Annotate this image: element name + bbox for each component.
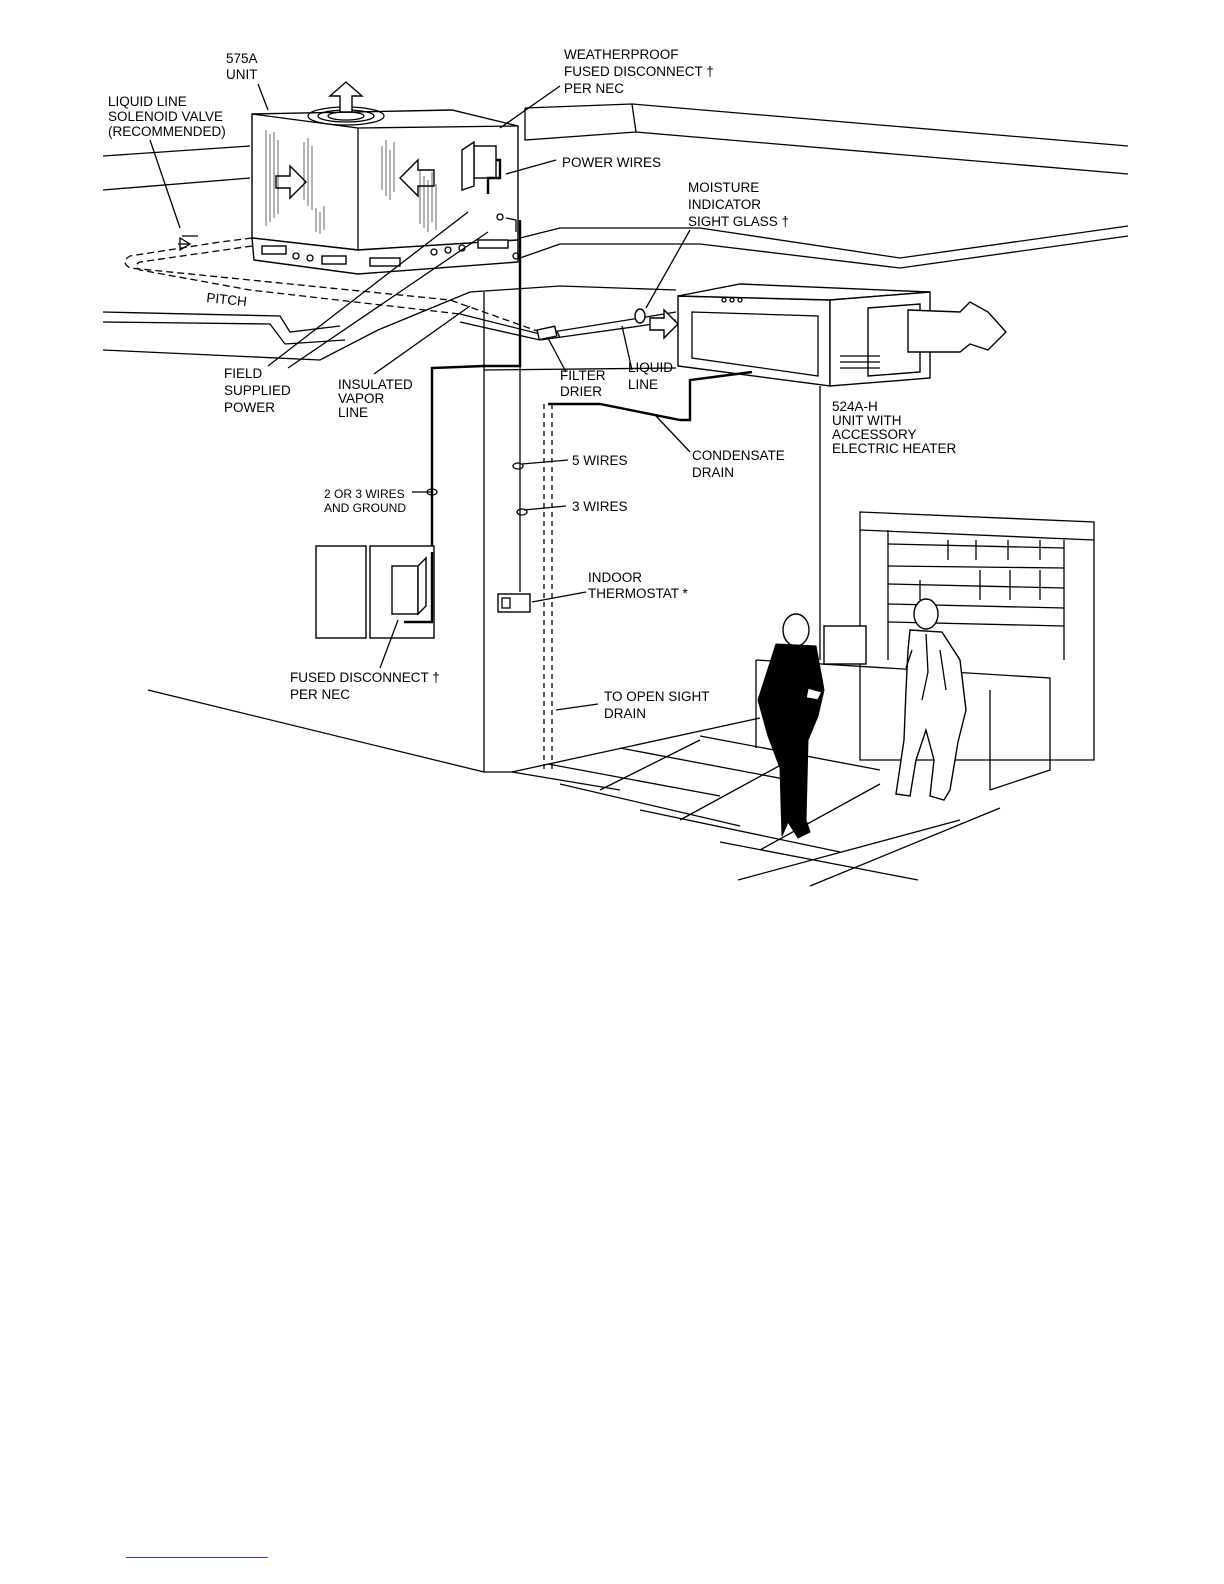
svg-text:ACCESSORY: ACCESSORY [832,427,917,442]
label-power-wires: POWER WIRES [562,155,661,170]
svg-text:FUSED DISCONNECT †: FUSED DISCONNECT † [290,670,440,685]
filter-drier [536,325,558,341]
label-insulated-vapor-line: INSULATED VAPOR LINE [338,377,413,420]
svg-text:2 OR 3 WIRES: 2 OR 3 WIRES [324,487,405,501]
label-liquid-line: LIQUID LINE [628,360,673,392]
svg-text:524A-H: 524A-H [832,399,878,414]
wall-fused-disconnect [315,545,435,639]
leader-lines [149,83,691,711]
label-indoor-thermostat: INDOOR THERMOSTAT * [588,570,689,601]
svg-text:ELECTRIC HEATER: ELECTRIC HEATER [832,441,957,456]
floor-tiles [511,717,1001,887]
svg-text:SOLENOID VALVE: SOLENOID VALVE [108,109,223,124]
label-five-wires: 5 WIRES [572,453,628,468]
label-moisture-indicator: MOISTURE INDICATOR SIGHT GLASS † [688,180,789,229]
office-shelving [755,511,1095,791]
label-field-supplied-power: FIELD SUPPLIED POWER [224,366,291,415]
svg-text:MOISTURE: MOISTURE [688,180,759,195]
svg-text:SIGHT GLASS †: SIGHT GLASS † [688,214,789,229]
svg-text:INDICATOR: INDICATOR [688,197,761,212]
svg-text:DRIER: DRIER [560,384,602,399]
label-filter-drier: FILTER DRIER [560,368,606,399]
svg-text:LIQUID: LIQUID [628,360,673,375]
svg-text:UNIT: UNIT [226,67,258,82]
svg-text:FIELD: FIELD [224,366,263,381]
label-open-sight-drain: TO OPEN SIGHT DRAIN [604,689,710,721]
svg-text:INDOOR: INDOOR [588,570,642,585]
svg-text:SUPPLIED: SUPPLIED [224,383,291,398]
label-575a-unit: 575A UNIT [226,51,258,82]
label-fused-disconnect: FUSED DISCONNECT † PER NEC [290,670,440,702]
label-condensate-drain: CONDENSATE DRAIN [692,448,785,480]
condensate-drain-pipe [548,370,753,422]
svg-text:POWER: POWER [224,400,275,415]
svg-text:PER NEC: PER NEC [290,687,350,702]
svg-text:FILTER: FILTER [560,368,606,383]
svg-text:WEATHERPROOF: WEATHERPROOF [564,47,679,62]
label-two-three-wires: 2 OR 3 WIRES AND GROUND [324,487,406,515]
svg-text:LIQUID LINE: LIQUID LINE [108,94,187,109]
indoor-unit-524ah [649,283,1007,387]
svg-text:(RECOMMENDED): (RECOMMENDED) [108,124,226,139]
footer-rule [126,1557,268,1558]
svg-text:LINE: LINE [628,377,658,392]
label-solenoid-valve: LIQUID LINE SOLENOID VALVE (RECOMMENDED) [108,94,226,139]
svg-text:PER NEC: PER NEC [564,81,624,96]
outdoor-unit-575a [178,81,519,275]
svg-text:DRAIN: DRAIN [692,465,734,480]
thermostat [497,593,531,613]
person-right [895,598,967,801]
svg-text:CONDENSATE: CONDENSATE [692,448,785,463]
label-weatherproof-disconnect: WEATHERPROOF FUSED DISCONNECT † PER NEC [564,47,714,96]
svg-text:LINE: LINE [338,405,368,420]
sight-glass [634,308,646,324]
label-pitch: PITCH [206,290,248,309]
svg-text:UNIT WITH: UNIT WITH [832,413,902,428]
svg-text:TO OPEN SIGHT: TO OPEN SIGHT [604,689,710,704]
svg-text:THERMOSTAT *: THERMOSTAT * [588,586,689,601]
svg-text:FUSED DISCONNECT †: FUSED DISCONNECT † [564,64,714,79]
svg-text:575A: 575A [226,51,258,66]
wiring [426,213,553,770]
svg-text:INSULATED: INSULATED [338,377,413,392]
svg-text:VAPOR: VAPOR [338,391,385,406]
svg-text:AND GROUND: AND GROUND [324,501,406,515]
person-left [757,613,825,839]
roof-outline [102,103,1129,773]
label-three-wires: 3 WIRES [572,499,628,514]
label-524ah-unit: 524A-H UNIT WITH ACCESSORY ELECTRIC HEAT… [832,399,957,456]
svg-text:DRAIN: DRAIN [604,706,646,721]
